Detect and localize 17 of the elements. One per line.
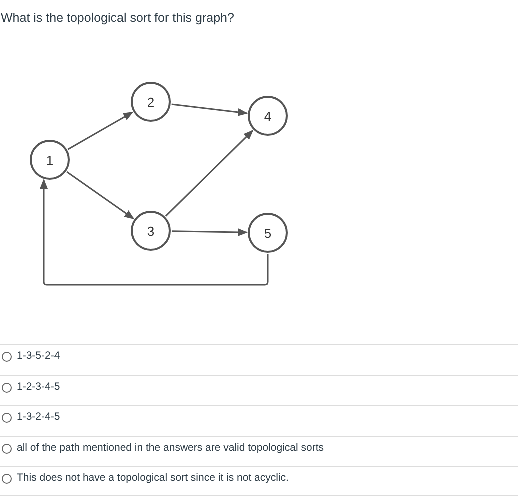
node-circle: 3 (131, 211, 171, 251)
answer-option: 1-2-3-4-5 (17, 380, 60, 392)
node-circle: 4 (248, 96, 288, 136)
arrow (68, 112, 134, 150)
arrow (40, 179, 269, 286)
node-circle: 5 (248, 213, 288, 253)
arrow (172, 104, 248, 116)
answer-option: This does not have a topological sort since it is not acyclic. (17, 472, 289, 484)
node-circle: 1 (30, 140, 70, 180)
question-text: What is the topological sort for this graph? (1, 11, 234, 25)
node-circle: 2 (131, 82, 171, 122)
answer-option: 1-3-2-4-5 (17, 411, 60, 423)
answer-option: all of the path mentioned in the answers are valid topological sorts (17, 442, 324, 454)
arrow (66, 171, 135, 220)
answer-option: 1-3-5-2-4 (17, 350, 60, 362)
arrow (165, 130, 254, 217)
arrow (172, 228, 248, 236)
